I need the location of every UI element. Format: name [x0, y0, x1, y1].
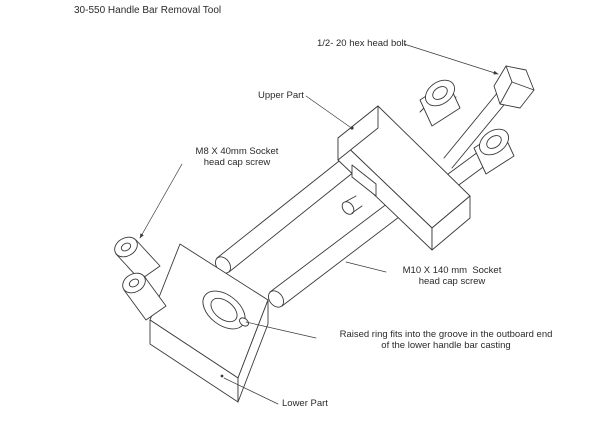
m10-rod-upper [215, 149, 366, 274]
leader-raised-ring [245, 321, 317, 339]
upper-part-stub [341, 195, 363, 215]
m8-screw-top [114, 236, 161, 281]
upper-part-block [337, 105, 471, 251]
label-m8-screw-line1: M8 X 40mm Socket [195, 146, 279, 157]
top-screw-right [473, 128, 515, 175]
leader-upper-part [305, 95, 351, 128]
top-screw-left [419, 79, 461, 127]
label-lower-part: Lower Part [282, 398, 328, 409]
leader-lines [139, 43, 499, 405]
leader-hex-bolt [403, 43, 499, 75]
hex-head-bolt [443, 65, 535, 169]
label-upper-part: Upper Part [258, 90, 304, 101]
label-raised-ring-line2: of the lower handle bar casting [381, 340, 511, 351]
leader-lower-part [223, 377, 279, 405]
m8-screw-bottom [122, 272, 167, 321]
label-hex-bolt: 1/2- 20 hex head bolt [317, 38, 407, 49]
leader-m8-screw [139, 163, 183, 239]
diagram-title: 30-550 Handle Bar Removal Tool [74, 5, 222, 16]
label-raised-ring-line1: Raised ring fits into the groove in the … [339, 329, 553, 340]
label-m10-screw-line1: M10 X 140 mm Socket [402, 265, 502, 276]
label-m8-screw-line2: head cap screw [203, 157, 271, 168]
label-m10-screw-line2: head cap screw [418, 276, 486, 287]
lower-part-block [149, 243, 269, 403]
leader-m10-screw [345, 261, 387, 273]
